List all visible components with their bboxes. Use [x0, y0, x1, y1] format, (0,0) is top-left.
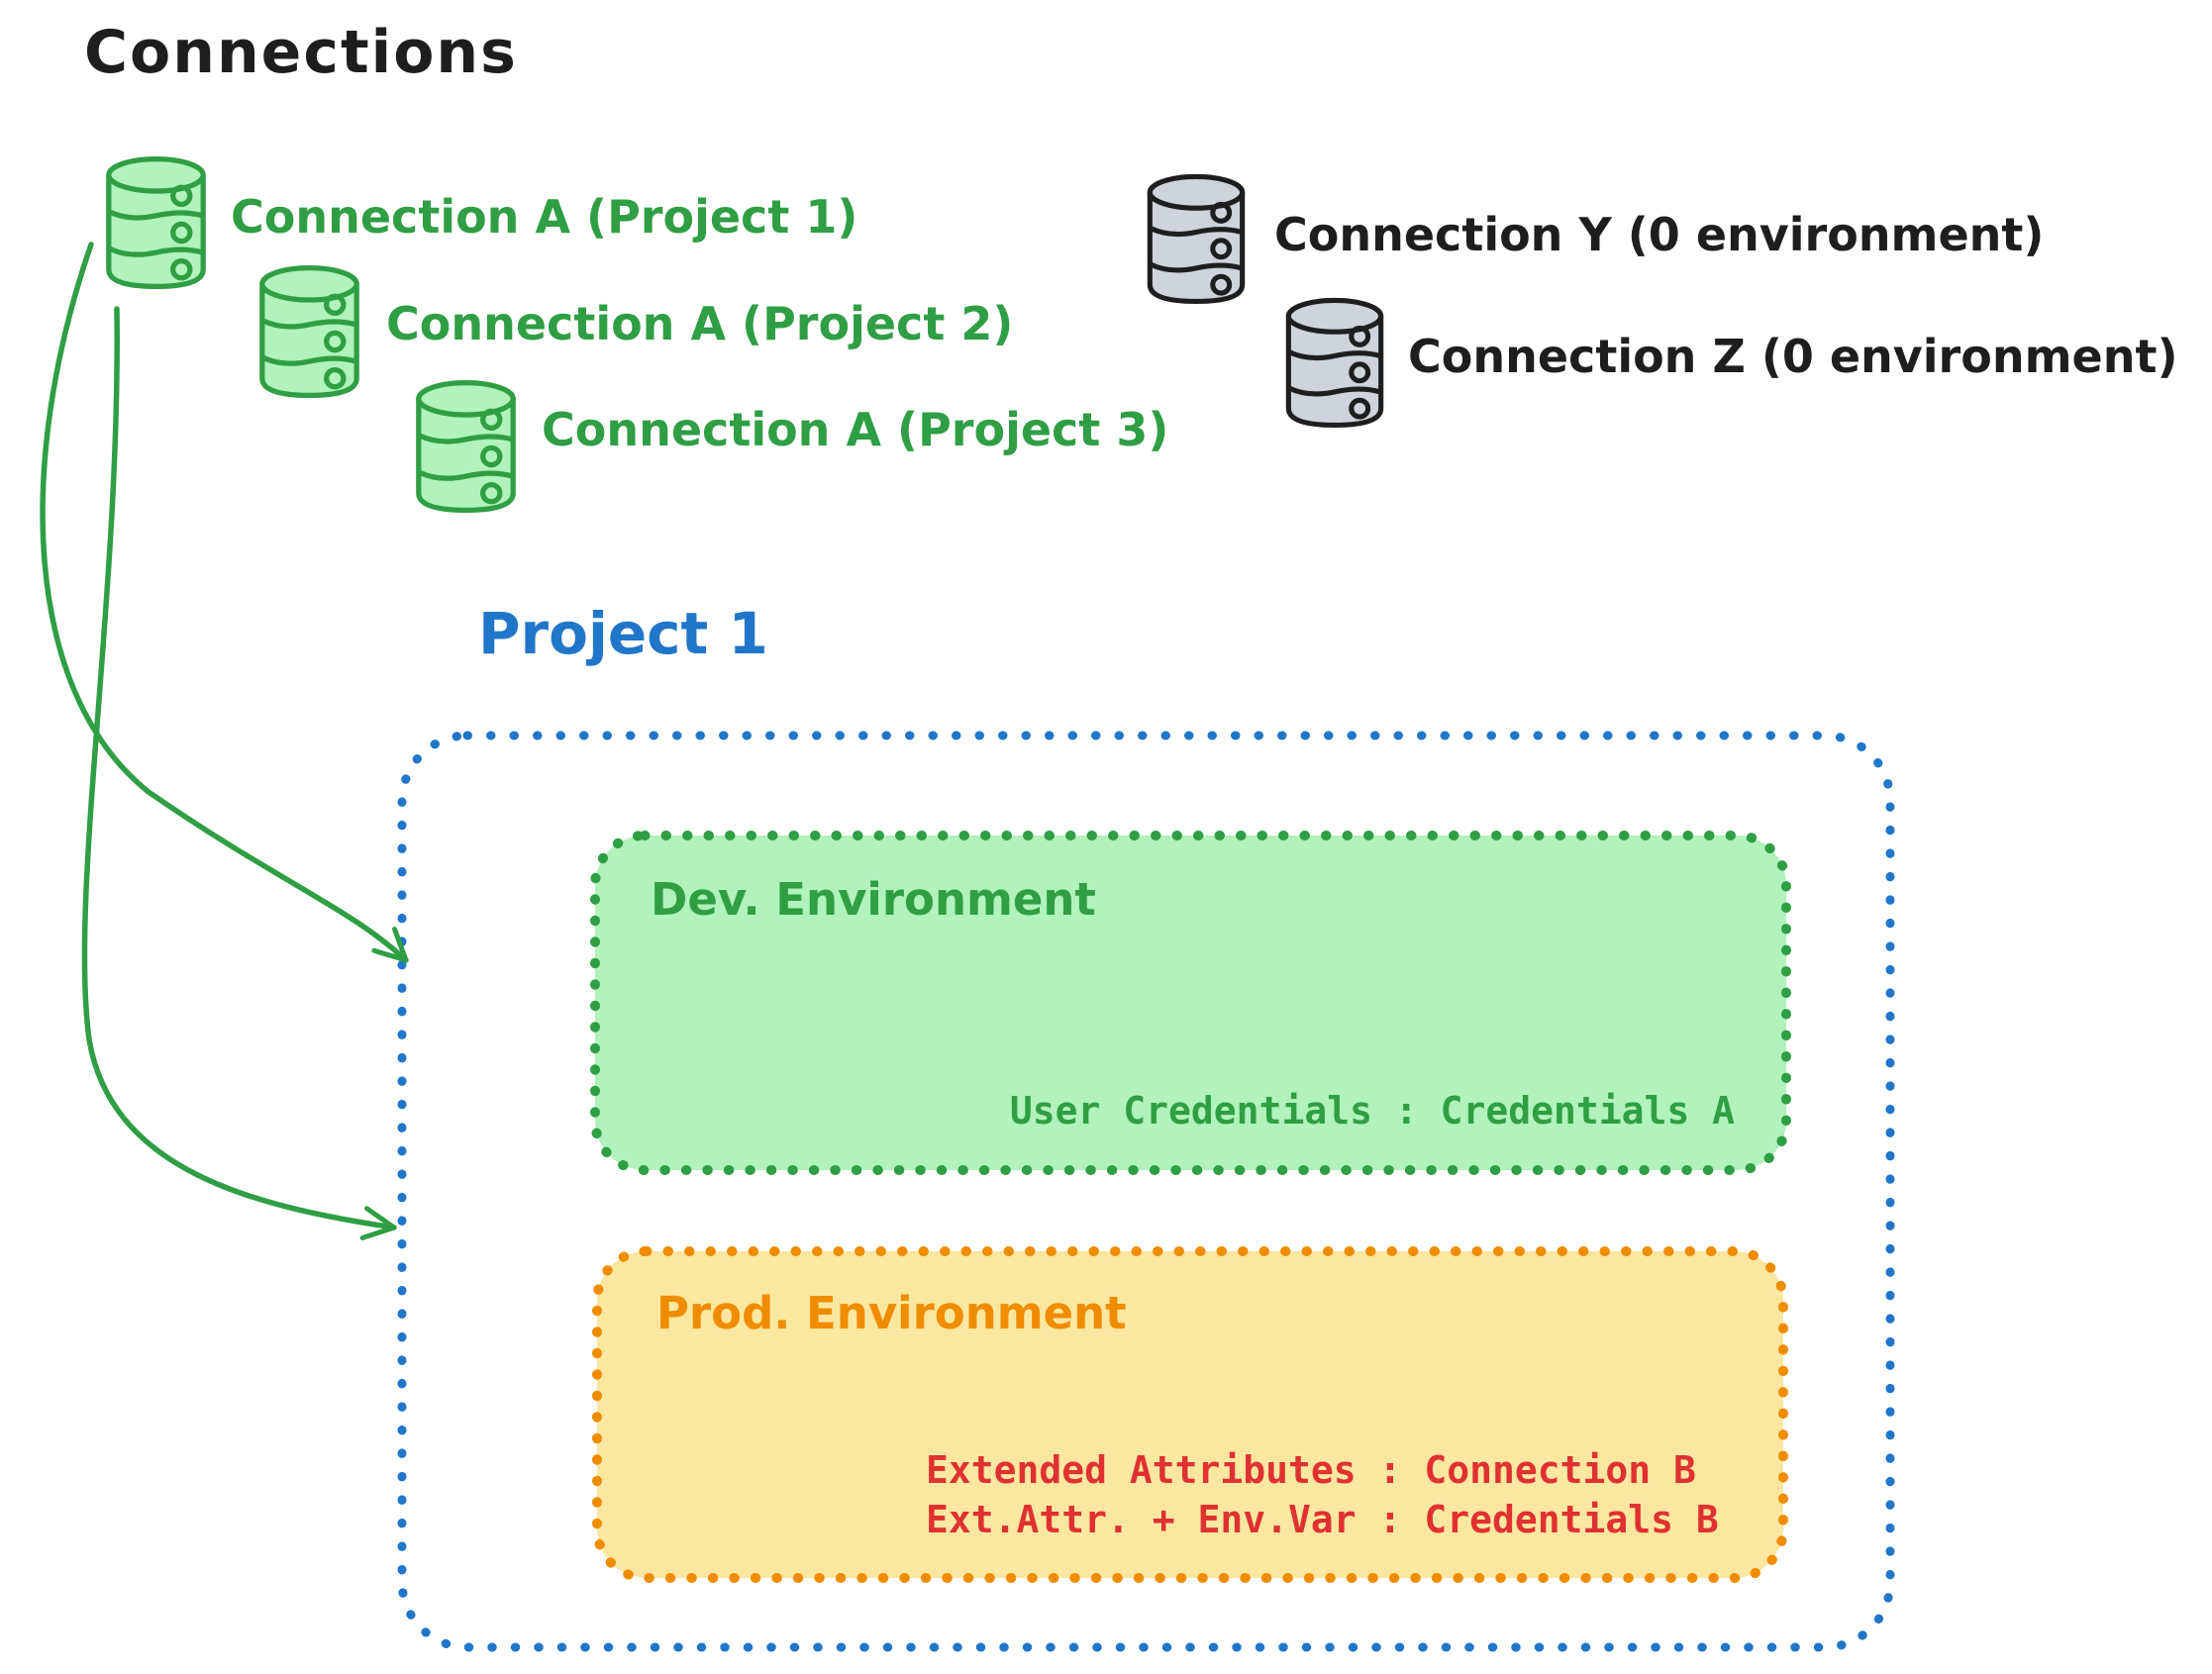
prod-mapping-credentials: Ext.Attr. + Env.Var : Credentials B: [926, 1498, 1719, 1541]
database-icon: [416, 379, 516, 513]
prod-mappings: Extended Attributes : Connection B Ext.A…: [926, 1445, 1719, 1544]
dev-environment-border: [590, 831, 1791, 1175]
prod-mapping-connection: Extended Attributes : Connection B: [926, 1448, 1696, 1492]
database-icon: [1285, 297, 1384, 429]
database-icon: [259, 264, 359, 398]
prod-environment-title: Prod. Environment: [656, 1287, 1127, 1339]
connections-title: Connections: [84, 18, 518, 87]
arrow-connection-to-prod: [81, 306, 397, 1240]
dev-environment-title: Dev. Environment: [651, 873, 1096, 926]
connection-z-label: Connection Z (0 environment): [1408, 330, 2178, 383]
database-icon: [1147, 173, 1246, 305]
project-box-border: [397, 731, 1895, 1652]
project-box: [396, 730, 1896, 1653]
database-icon: [106, 155, 206, 289]
connection-y-label: Connection Y (0 environment): [1274, 208, 2045, 261]
prod-environment-border: [592, 1246, 1788, 1583]
dev-environment-box: Dev. Environment User Credentials : Cred…: [589, 830, 1792, 1176]
connection-a-project3-label: Connection A (Project 3): [542, 403, 1169, 456]
project-title: Project 1: [478, 600, 768, 667]
dev-credentials-mapping: User Credentials : Credentials A: [1009, 1089, 1735, 1132]
connection-a-project1-label: Connection A (Project 1): [231, 190, 858, 244]
connection-a-project2-label: Connection A (Project 2): [386, 297, 1014, 350]
prod-environment-box: Prod. Environment Extended Attributes : …: [591, 1245, 1789, 1584]
